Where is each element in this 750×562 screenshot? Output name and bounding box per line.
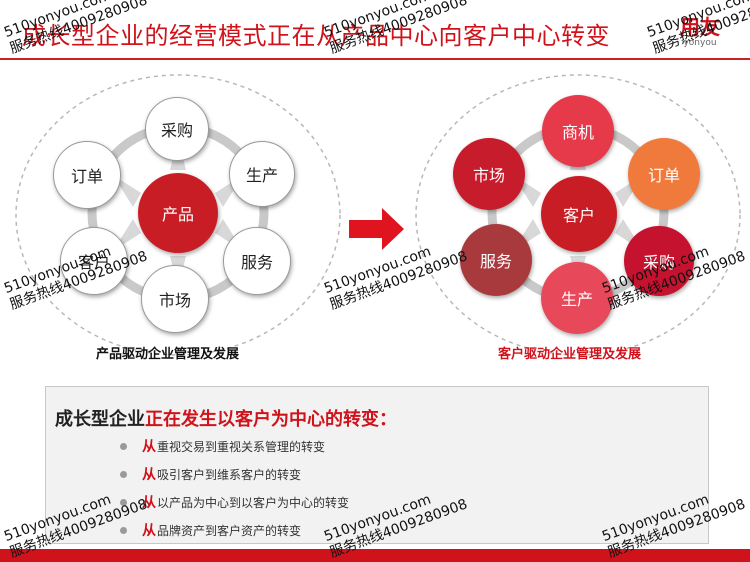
right-node-label: 商机 <box>561 123 594 142</box>
right-node-label: 市场 <box>472 166 505 185</box>
right-node-label: 服务 <box>479 252 512 271</box>
left-node-customer: 客户 <box>60 227 128 295</box>
panel-heading-highlight: 正在发生以客户为中心的转变： <box>145 409 397 430</box>
right-node-label: 订单 <box>647 166 680 185</box>
right-dashed-ellipse <box>415 74 741 356</box>
right-center-label: 客户 <box>562 206 595 225</box>
list-item-text: 以产品为中心到以客户为中心的转变 <box>157 496 350 510</box>
right-node-label: 生产 <box>560 290 593 309</box>
left-diagram-caption: 产品驱动企业管理及发展 <box>96 347 240 362</box>
right-node-production: 生产 <box>541 262 613 334</box>
right-node-procurement: 采购 <box>624 226 694 296</box>
logo-text: 用友 <box>680 15 720 39</box>
left-node-service: 服务 <box>223 227 291 295</box>
left-node-production: 生产 <box>229 141 295 207</box>
list-item: 从吸引客户到维系客户的转变 <box>120 465 349 493</box>
list-item-text: 吸引客户到维系客户的转变 <box>157 468 302 482</box>
right-node-label: 采购 <box>642 253 675 272</box>
left-node-market: 市场 <box>141 265 209 333</box>
bullet-dot <box>120 527 127 534</box>
summary-panel: 成长型企业正在发生以客户为中心的转变： 从重视交易到重视关系管理的转变 从吸引客… <box>45 386 709 544</box>
footer-bar <box>0 549 750 562</box>
list-item: 从重视交易到重视关系管理的转变 <box>120 437 349 465</box>
transition-list: 从重视交易到重视关系管理的转变 从吸引客户到维系客户的转变 从以产品为中心到以客… <box>120 437 349 549</box>
title-divider <box>0 58 750 60</box>
transition-arrow <box>349 208 404 250</box>
left-center-node: 产品 <box>138 173 218 253</box>
list-item-lead: 从 <box>142 495 156 511</box>
bullet-dot <box>120 499 127 506</box>
list-item-lead: 从 <box>142 523 156 539</box>
list-item-lead: 从 <box>142 467 156 483</box>
left-node-order: 订单 <box>53 141 121 209</box>
right-center-node: 客户 <box>541 176 617 252</box>
right-node-market: 市场 <box>453 138 525 210</box>
list-item: 从品牌资产到客户资产的转变 <box>120 521 349 549</box>
right-node-order: 订单 <box>628 138 700 210</box>
left-node-label: 生产 <box>245 166 278 185</box>
list-item-text: 品牌资产到客户资产的转变 <box>157 524 302 538</box>
panel-heading: 成长型企业正在发生以客户为中心的转变： <box>55 405 397 431</box>
bullet-dot <box>120 471 127 478</box>
page-title: 成长型企业的经营模式正在从产品中心向客户中心转变 <box>22 22 610 50</box>
list-item: 从以产品为中心到以客户为中心的转变 <box>120 493 349 521</box>
left-node-procurement: 采购 <box>145 97 209 161</box>
right-diagram-caption: 客户驱动企业管理及发展 <box>498 347 642 362</box>
right-node-opportunity: 商机 <box>542 95 614 167</box>
left-node-label: 市场 <box>158 291 191 310</box>
left-node-label: 采购 <box>160 121 193 140</box>
list-item-text: 重视交易到重视关系管理的转变 <box>157 440 326 454</box>
list-item-lead: 从 <box>142 439 156 455</box>
left-dashed-ellipse <box>15 74 341 356</box>
left-node-label: 客户 <box>77 253 110 272</box>
left-node-label: 订单 <box>70 167 103 186</box>
left-center-label: 产品 <box>161 205 194 224</box>
left-node-label: 服务 <box>240 253 273 272</box>
panel-heading-prefix: 成长型企业 <box>55 409 145 430</box>
logo-subtext: yonyou <box>683 38 717 48</box>
right-node-service: 服务 <box>460 224 532 296</box>
bullet-dot <box>120 443 127 450</box>
yonyou-logo: 用友 yonyou <box>672 16 728 48</box>
